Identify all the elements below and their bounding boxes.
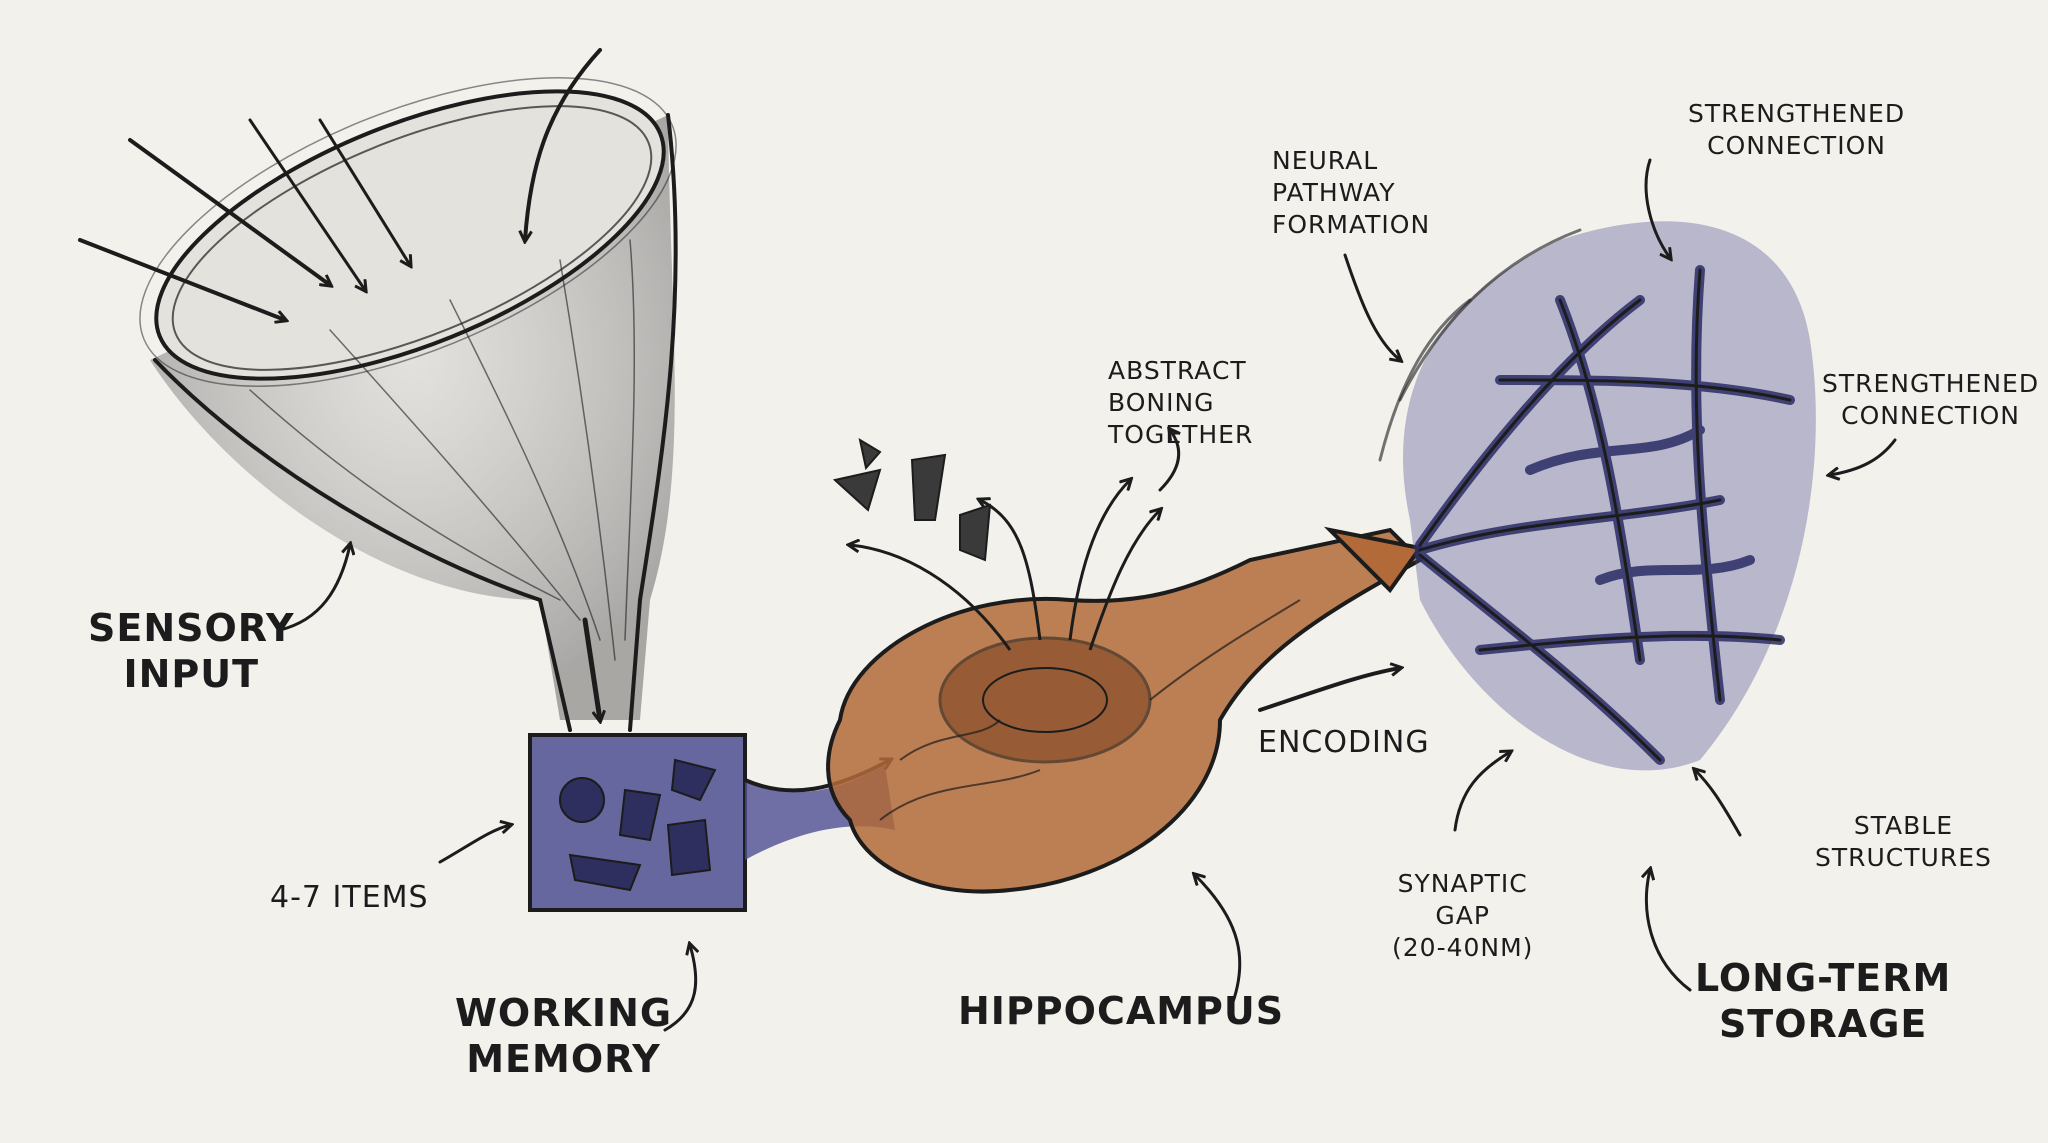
encoding-text: ENCODING xyxy=(1258,725,1430,760)
funnel-drawing xyxy=(78,48,678,732)
items-capacity-text: 4-7 ITEMS xyxy=(270,880,429,915)
strengthened-right-line2: CONNECTION xyxy=(1841,401,2020,430)
hippocampus-label: HIPPOCAMPUS xyxy=(958,988,1284,1034)
synaptic-gap-line2: GAP xyxy=(1435,901,1490,930)
strengthened-connection-top-label: STRENGTHENED CONNECTION xyxy=(1688,98,1905,162)
working-memory-label: WORKING MEMORY xyxy=(455,990,672,1082)
synaptic-gap-line1: SYNAPTIC xyxy=(1397,869,1528,898)
sensory-input-line2: INPUT xyxy=(123,652,260,696)
abstract-line1: ABSTRACT xyxy=(1108,356,1247,385)
sensory-input-line1: SENSORY xyxy=(88,606,295,650)
annotation-arrows xyxy=(278,158,1897,1032)
stable-structures-label: STABLE STRUCTURES xyxy=(1815,810,1992,874)
hippocampus-shape xyxy=(826,437,1424,894)
long-term-line1: LONG-TERM xyxy=(1695,956,1952,1000)
neural-pathway-line3: FORMATION xyxy=(1272,210,1431,239)
strengthened-top-line2: CONNECTION xyxy=(1707,131,1886,160)
long-term-storage-label: LONG-TERM STORAGE xyxy=(1695,955,1951,1047)
working-memory-line1: WORKING xyxy=(455,991,673,1035)
encoding-label: ENCODING xyxy=(1258,725,1430,761)
items-capacity-label: 4-7 ITEMS xyxy=(270,880,429,916)
strengthened-connection-right-label: STRENGTHENED CONNECTION xyxy=(1822,368,2039,432)
synaptic-gap-line3: (20-40nm) xyxy=(1392,933,1534,962)
neural-pathway-line2: PATHWAY xyxy=(1272,178,1396,207)
strengthened-top-line1: STRENGTHENED xyxy=(1688,99,1906,128)
neural-pathway-label: NEURAL PATHWAY FORMATION xyxy=(1272,145,1430,241)
hippocampus-text: HIPPOCAMPUS xyxy=(958,989,1285,1033)
stable-structures-line2: STRUCTURES xyxy=(1815,843,1992,872)
long-term-line2: STORAGE xyxy=(1718,1002,1928,1046)
neural-pathway-line1: NEURAL xyxy=(1272,146,1379,175)
working-memory-box xyxy=(528,733,895,912)
working-memory-line2: MEMORY xyxy=(466,1037,661,1081)
neural-network-drawing xyxy=(1378,221,1816,771)
sensory-input-label: SENSORY INPUT xyxy=(88,605,295,697)
strengthened-right-line1: STRENGTHENED xyxy=(1822,369,2040,398)
abstract-line3: TOGETHER xyxy=(1108,420,1254,449)
stable-structures-line1: STABLE xyxy=(1853,811,1954,840)
abstract-line2: BONING xyxy=(1108,388,1215,417)
abstract-label: ABSTRACT BONING TOGETHER xyxy=(1108,355,1253,451)
synaptic-gap-label: SYNAPTIC GAP (20-40nm) xyxy=(1392,868,1533,964)
